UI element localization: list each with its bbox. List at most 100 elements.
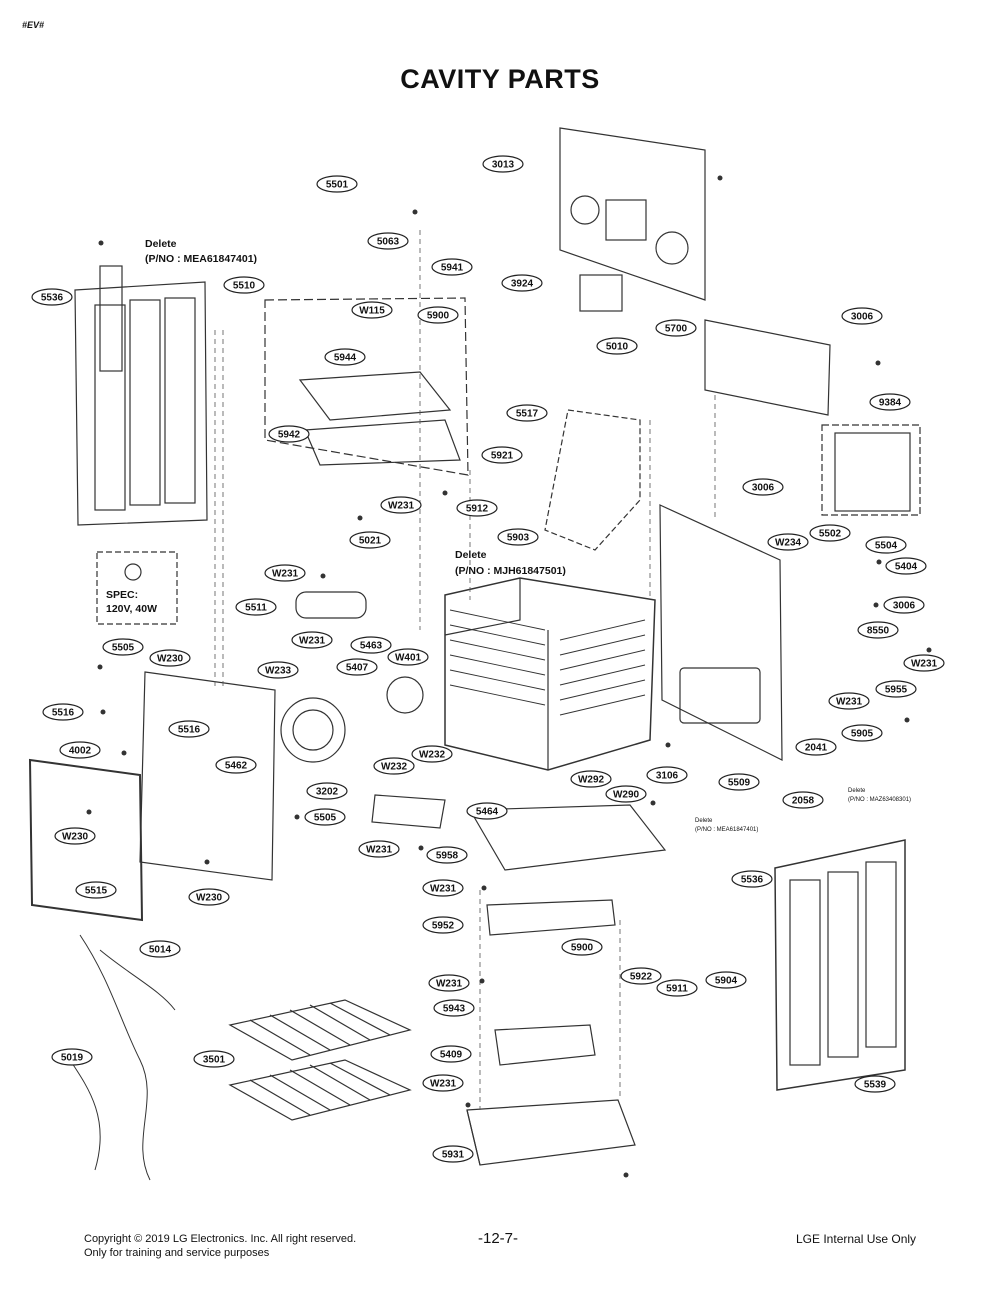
callout-label: W231 xyxy=(366,845,393,856)
callout-5010: 5010 xyxy=(596,337,638,355)
callout-5404: 5404 xyxy=(885,557,927,575)
callout-label: W231 xyxy=(430,1079,457,1090)
callout-5063: 5063 xyxy=(367,232,409,250)
callout-label: 5905 xyxy=(851,729,874,740)
svg-text:Delete: Delete xyxy=(848,788,866,794)
callout-label: 5510 xyxy=(233,281,256,292)
callout-5955: 5955 xyxy=(875,680,917,698)
callout-label: 5517 xyxy=(516,409,539,420)
callout-w401: W401 xyxy=(387,648,429,666)
fan-blade xyxy=(386,676,424,714)
callout-5409: 5409 xyxy=(430,1045,472,1063)
delete-note-right-1: Delete (P/NO : MEA61847401) xyxy=(695,818,758,833)
door-inner-frame xyxy=(139,671,276,881)
callout-label: 5911 xyxy=(666,984,688,995)
page-number: -12-7- xyxy=(478,1230,519,1247)
svg-text:120V, 40W: 120V, 40W xyxy=(106,603,157,615)
callout-label: W231 xyxy=(436,979,463,990)
callout-label: 5944 xyxy=(334,353,357,364)
callout-label: W234 xyxy=(775,538,802,549)
kit-bag xyxy=(821,424,921,516)
callout-label: 5952 xyxy=(432,921,455,932)
oven-racks xyxy=(228,999,412,1121)
callout-label: 5903 xyxy=(507,533,530,544)
callout-label: 5505 xyxy=(314,813,337,824)
callout-label: 5501 xyxy=(326,180,349,191)
callout-5509: 5509 xyxy=(718,773,760,791)
callout-label: 5505 xyxy=(112,643,135,654)
callout-label: 3106 xyxy=(656,771,679,782)
callout-4002: 4002 xyxy=(59,741,101,759)
svg-text:Delete: Delete xyxy=(145,238,177,250)
door-frame-left xyxy=(74,281,208,526)
base-5931 xyxy=(466,1099,636,1166)
callout-w230: W230 xyxy=(149,649,191,667)
callout-5511: 5511 xyxy=(235,598,277,616)
callout-label: W115 xyxy=(359,306,385,317)
plate-5952 xyxy=(486,899,616,936)
callout-5516: 5516 xyxy=(42,703,84,721)
callout-label: 5921 xyxy=(491,451,514,462)
callout-3006: 3006 xyxy=(742,478,784,496)
callout-label: W230 xyxy=(196,893,223,904)
callout-label: 5516 xyxy=(178,725,201,736)
callout-5921: 5921 xyxy=(481,446,523,464)
callout-label: 5958 xyxy=(436,851,459,862)
callout-5517: 5517 xyxy=(506,404,548,422)
callout-w115: W115 xyxy=(351,301,393,319)
callout-w231: W231 xyxy=(380,496,422,514)
svg-text:Delete: Delete xyxy=(455,549,487,561)
callout-5904: 5904 xyxy=(705,971,747,989)
training-line: Only for training and service purposes xyxy=(84,1247,270,1259)
callout-5536: 5536 xyxy=(31,288,73,306)
callout-w231: W231 xyxy=(828,692,870,710)
callout-5463: 5463 xyxy=(350,636,392,654)
svg-text:(P/NO : MEA61847401): (P/NO : MEA61847401) xyxy=(695,827,758,833)
callout-5912: 5912 xyxy=(456,499,498,517)
callout-3013: 3013 xyxy=(482,155,524,173)
callout-w231: W231 xyxy=(422,1074,464,1092)
callout-3006: 3006 xyxy=(883,596,925,614)
svg-text:(P/NO : MAZ63408301): (P/NO : MAZ63408301) xyxy=(848,797,911,803)
callout-5700: 5700 xyxy=(655,319,697,337)
callout-label: 5409 xyxy=(440,1050,463,1061)
callout-5516: 5516 xyxy=(168,720,210,738)
callout-w234: W234 xyxy=(767,533,809,551)
back-panel-part xyxy=(559,127,706,301)
internal-use-note: LGE Internal Use Only xyxy=(796,1232,917,1246)
delete-note-top-left: Delete (P/NO : MEA61847401) xyxy=(145,238,257,265)
callout-5944: 5944 xyxy=(324,348,366,366)
callout-3202: 3202 xyxy=(306,782,348,800)
tray-5958 xyxy=(468,804,667,871)
callout-label: 5407 xyxy=(346,663,369,674)
callout-label: 5942 xyxy=(278,430,301,441)
callout-9384: 9384 xyxy=(869,393,911,411)
callout-label: 3924 xyxy=(511,279,534,290)
callout-2041: 2041 xyxy=(795,738,837,756)
callout-label: 5700 xyxy=(665,324,688,335)
callout-5515: 5515 xyxy=(75,881,117,899)
callout-label: W230 xyxy=(157,654,184,665)
lamp-assembly xyxy=(295,591,367,619)
callout-label: 5922 xyxy=(630,972,653,983)
callout-5922: 5922 xyxy=(620,967,662,985)
door-frame-right xyxy=(774,839,906,1091)
callout-5462: 5462 xyxy=(215,756,257,774)
callout-label: 5912 xyxy=(466,504,489,515)
lamp-spec-note: SPEC: 120V, 40W xyxy=(106,589,157,615)
callout-w231: W231 xyxy=(358,840,400,858)
callout-label: 3006 xyxy=(893,601,916,612)
callout-5014: 5014 xyxy=(139,940,181,958)
callout-label: 5904 xyxy=(715,976,738,987)
page-title: CAVITY PARTS xyxy=(400,64,600,94)
spec-box xyxy=(96,551,178,625)
callout-label: 5900 xyxy=(571,943,594,954)
delete-note-right-2: Delete (P/NO : MAZ63408301) xyxy=(848,788,911,803)
callout-label: 5900 xyxy=(427,311,450,322)
callout-8550: 8550 xyxy=(857,621,899,639)
callout-label: 5536 xyxy=(741,875,764,886)
oven-cavity-box xyxy=(444,577,656,771)
callout-label: 5955 xyxy=(885,685,908,696)
door-gasket xyxy=(28,758,144,922)
